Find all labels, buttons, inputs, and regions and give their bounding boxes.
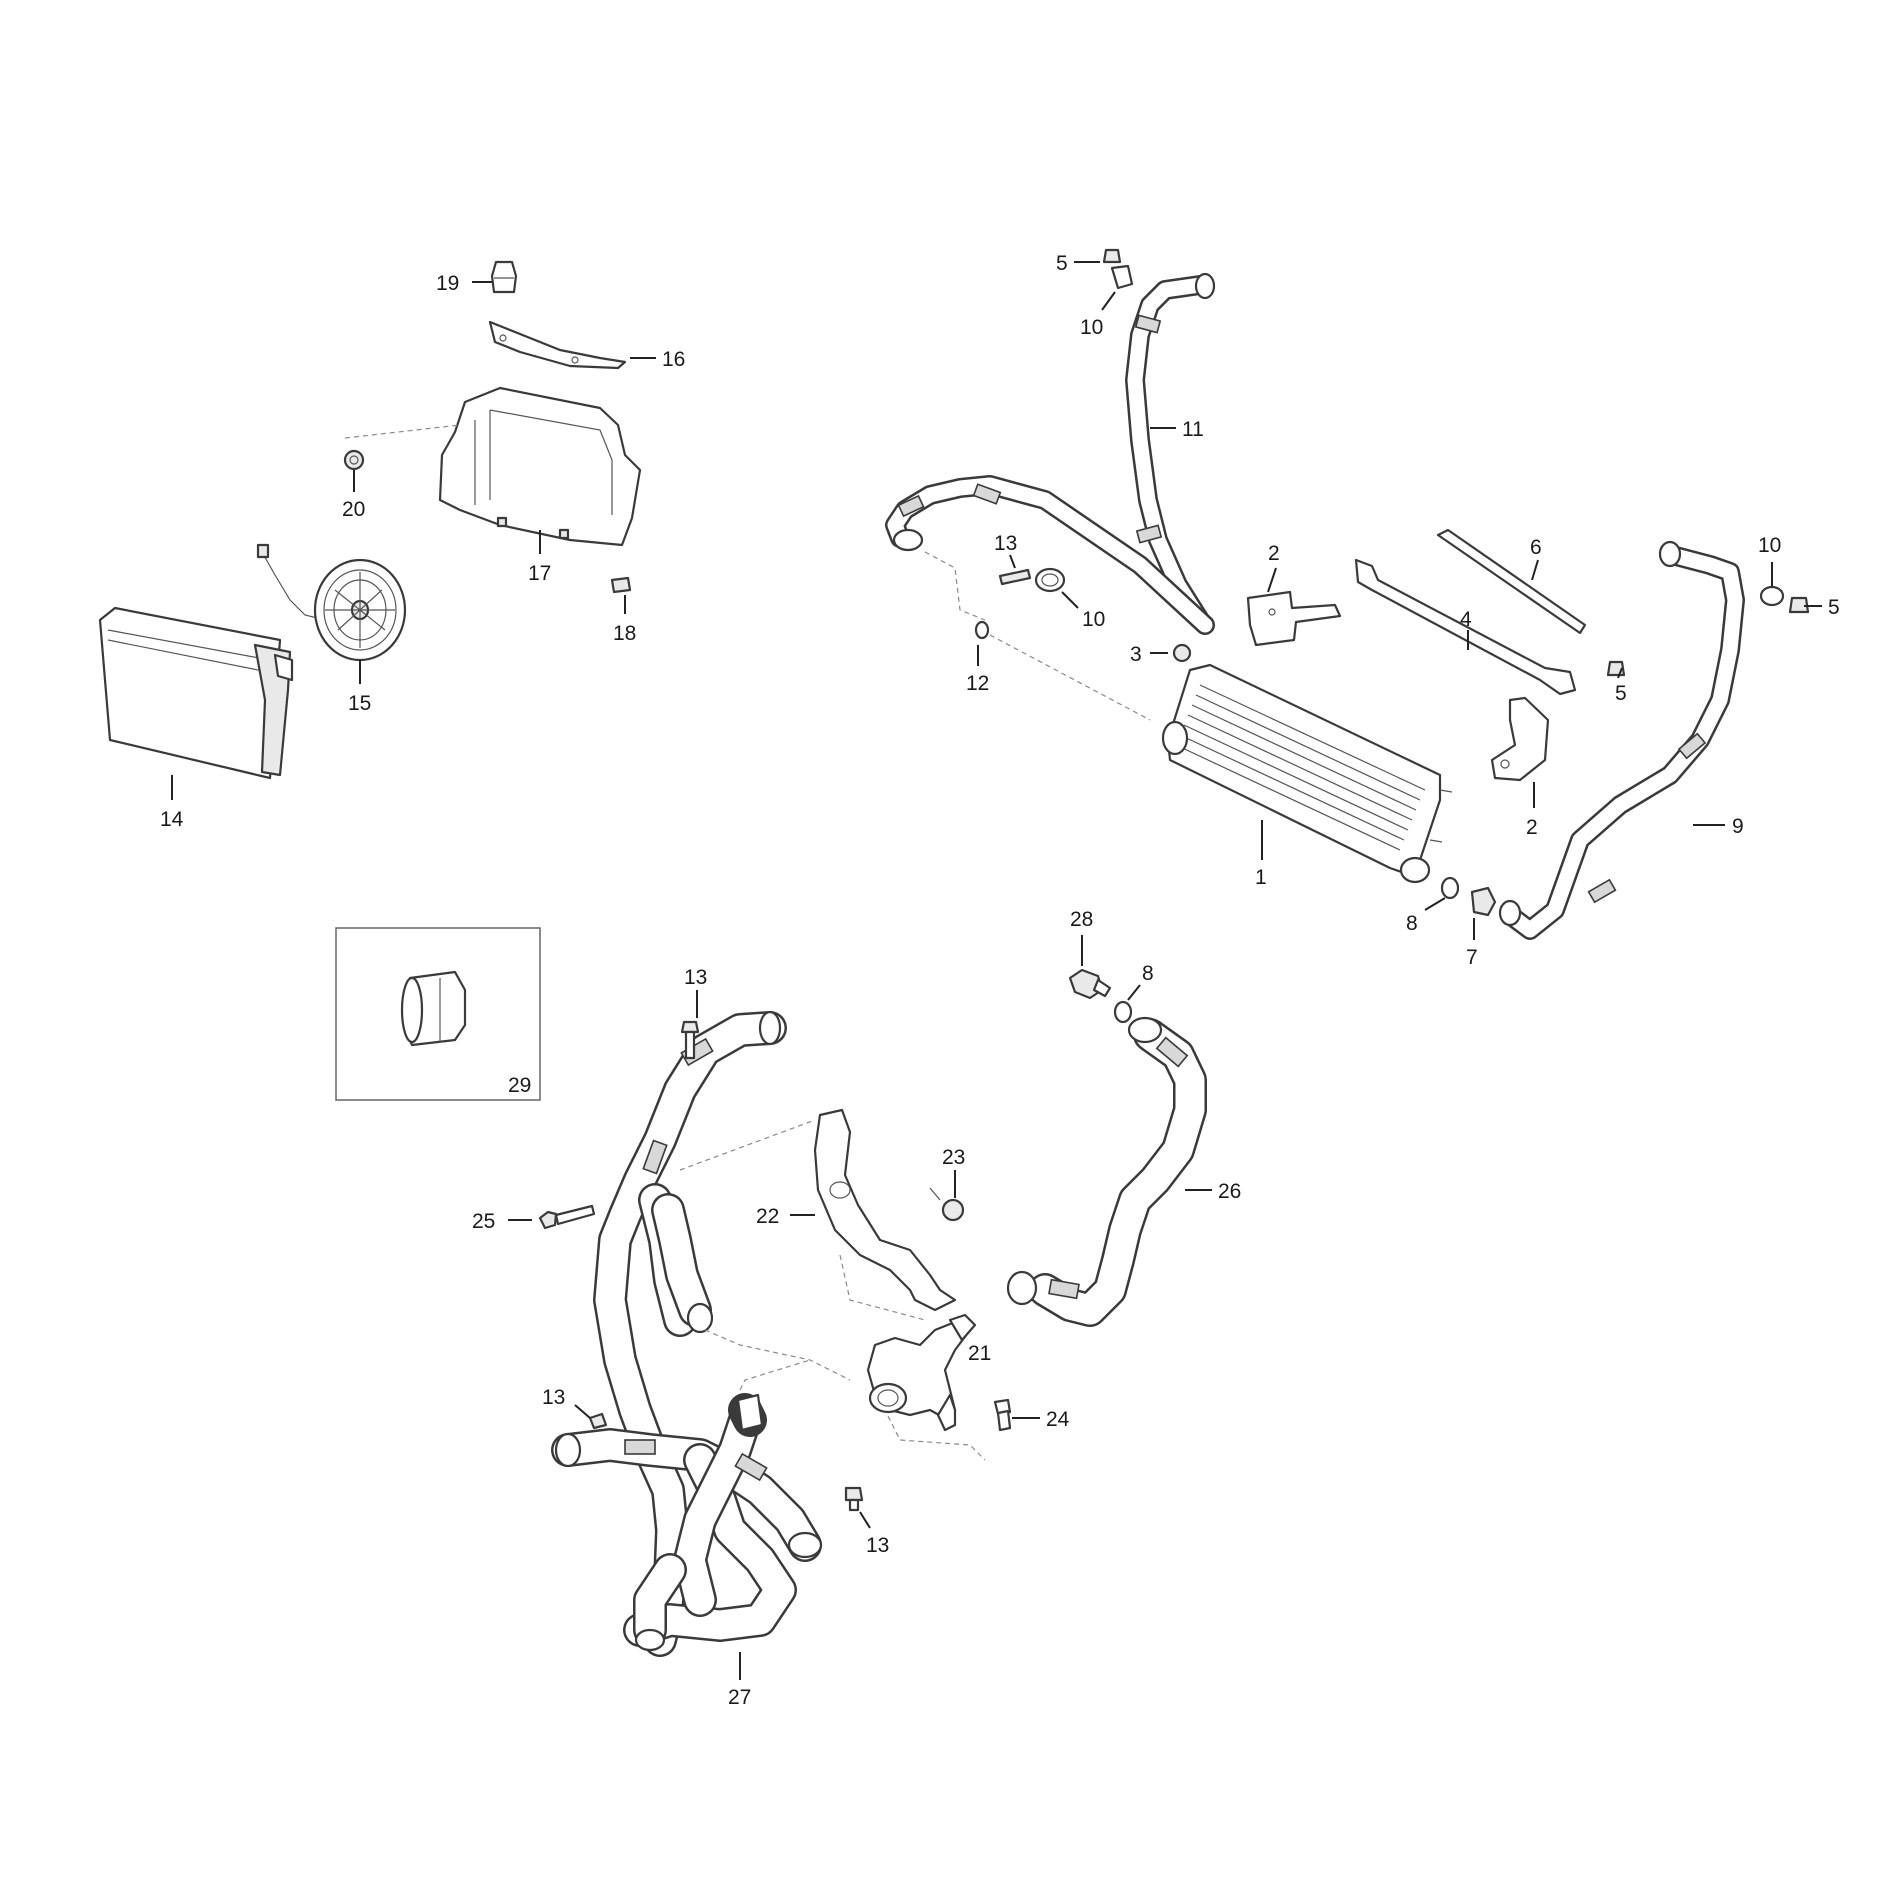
part-13-bolt-lower-right[interactable]: [844, 1486, 864, 1512]
callout-10-right[interactable]: 10: [1758, 534, 1781, 557]
callout-19[interactable]: 19: [436, 272, 459, 295]
part-17-fan-shroud[interactable]: [344, 386, 642, 547]
callout-18[interactable]: 18: [613, 622, 636, 645]
intercooler-inlet-pipe: [885, 475, 1215, 721]
callout-23[interactable]: 23: [942, 1146, 965, 1169]
callout-13-lower-top[interactable]: 13: [684, 966, 707, 989]
part-24-bolt[interactable]: [993, 1398, 1012, 1432]
part-3-nut[interactable]: [1172, 643, 1192, 663]
callout-26[interactable]: 26: [1218, 1180, 1241, 1203]
part-15-cooling-fan[interactable]: [256, 543, 407, 662]
callout-1[interactable]: 1: [1255, 866, 1267, 889]
callout-13-upper[interactable]: 13: [994, 532, 1017, 555]
part-10-clamp-mid[interactable]: [1034, 567, 1066, 593]
callout-10-mid[interactable]: 10: [1082, 608, 1105, 631]
part-8-o-ring-lower[interactable]: [1113, 1000, 1133, 1024]
callout-8-right[interactable]: 8: [1406, 912, 1418, 935]
part-20-grommet[interactable]: [343, 449, 365, 471]
callout-16[interactable]: 16: [662, 348, 685, 371]
part-27-coolant-hose-assembly[interactable]: [551, 1010, 823, 1657]
part-13-bolt-lower-left[interactable]: [588, 1412, 608, 1430]
callout-5-far-right[interactable]: 5: [1828, 596, 1840, 619]
callout-8-lower[interactable]: 8: [1142, 962, 1154, 985]
part-25-bolt[interactable]: [538, 1204, 596, 1230]
callout-10-top[interactable]: 10: [1080, 316, 1103, 339]
callout-2-upper[interactable]: 2: [1268, 542, 1280, 565]
callout-6[interactable]: 6: [1530, 536, 1542, 559]
callout-4[interactable]: 4: [1460, 608, 1472, 631]
part-8-o-ring-right[interactable]: [1440, 876, 1460, 900]
callout-7[interactable]: 7: [1466, 946, 1478, 969]
callout-2-lower[interactable]: 2: [1526, 816, 1538, 839]
part-14-radiator[interactable]: [98, 606, 294, 780]
part-18-clip[interactable]: [610, 576, 632, 594]
part-4-support-rod[interactable]: [1354, 558, 1577, 696]
part-5-bolt-top[interactable]: [1102, 248, 1122, 264]
callout-13-lower-right[interactable]: 13: [866, 1534, 889, 1557]
callout-12[interactable]: 12: [966, 672, 989, 695]
part-5-bolt-far-right[interactable]: [1788, 596, 1810, 614]
callout-numbers: 19 16 20 17 18 15 14 5 10 11 13 10 12 3 …: [160, 252, 1840, 1709]
part-12-o-ring[interactable]: [974, 620, 990, 640]
part-16-upper-bracket[interactable]: [488, 320, 627, 370]
callout-24[interactable]: 24: [1046, 1408, 1070, 1431]
callout-15[interactable]: 15: [348, 692, 371, 715]
part-13-bolt-lower-top[interactable]: [680, 1020, 700, 1060]
part-1-intercooler[interactable]: [1161, 663, 1453, 884]
part-19-bump-stop[interactable]: [490, 260, 518, 294]
callout-17[interactable]: 17: [528, 562, 551, 585]
part-23-bolt[interactable]: [929, 1187, 965, 1222]
callout-13-lower-left[interactable]: 13: [542, 1386, 565, 1409]
part-11-intercooler-pipe[interactable]: [1125, 272, 1216, 630]
part-2-bracket-upper[interactable]: [1246, 590, 1342, 647]
callout-9[interactable]: 9: [1732, 815, 1744, 838]
callout-5-top[interactable]: 5: [1056, 252, 1068, 275]
part-22-bracket[interactable]: [679, 1108, 957, 1321]
part-9-intercooler-outlet-pipe[interactable]: [1498, 540, 1745, 940]
callout-11[interactable]: 11: [1182, 418, 1204, 441]
part-10-clamp-right[interactable]: [1759, 585, 1785, 607]
callout-28[interactable]: 28: [1070, 908, 1093, 931]
part-6-strap[interactable]: [1436, 528, 1587, 635]
callout-22[interactable]: 22: [756, 1205, 779, 1228]
callout-21[interactable]: 21: [968, 1342, 991, 1365]
callout-leaders: [171, 261, 1822, 1680]
callout-14[interactable]: 14: [160, 808, 184, 831]
callout-3[interactable]: 3: [1130, 643, 1142, 666]
part-26-coolant-hose[interactable]: [1006, 1016, 1207, 1327]
part-21-thermostat-housing[interactable]: [866, 1313, 977, 1432]
callout-20[interactable]: 20: [342, 498, 365, 521]
callout-5-right[interactable]: 5: [1615, 682, 1627, 705]
callout-29[interactable]: 29: [508, 1074, 531, 1097]
part-27-connector-hose: [651, 1193, 986, 1461]
callout-27[interactable]: 27: [728, 1686, 751, 1709]
part-7-fitting[interactable]: [1470, 886, 1497, 917]
inset-box-29: [335, 927, 541, 1101]
part-28-temperature-sensor[interactable]: [1068, 968, 1112, 1000]
part-13-bolt-mid[interactable]: [998, 568, 1032, 586]
part-2-bracket-lower[interactable]: [1490, 696, 1550, 782]
callout-25[interactable]: 25: [472, 1210, 495, 1233]
part-29-bushing[interactable]: [400, 970, 467, 1047]
part-10-clamp-top[interactable]: [1110, 264, 1134, 290]
